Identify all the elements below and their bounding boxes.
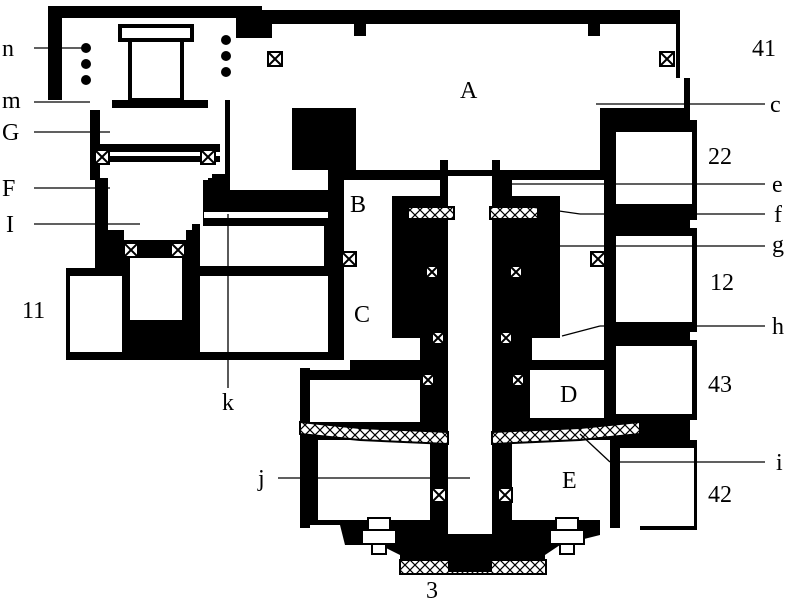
seal-ring [431, 487, 447, 503]
label-port-43: 43 [708, 372, 732, 398]
spring-cap [100, 24, 220, 162]
label-C: C [354, 302, 370, 328]
seal-ring [421, 373, 435, 387]
bolt-left [361, 517, 397, 555]
label-e: e [772, 172, 783, 198]
leader-lines [34, 47, 765, 479]
label-c: c [770, 92, 781, 118]
actuator-spring [81, 35, 231, 85]
seal-ring [659, 51, 675, 67]
seal-ring [123, 242, 139, 258]
seal-ring [267, 51, 283, 67]
label-j: j [257, 466, 265, 492]
bottom-bolts [361, 517, 585, 555]
seal-ring [341, 251, 357, 267]
seal-ring [431, 331, 445, 345]
seal-ring [590, 251, 606, 267]
bolt-right [549, 517, 585, 555]
part-labels: n m G F I 11 k A B C D E j 3 41 c 22 e f… [2, 36, 784, 602]
label-F: F [2, 176, 15, 202]
label-port-41: 41 [752, 36, 776, 62]
exhaust-valve-plate [399, 548, 547, 575]
label-A: A [460, 78, 478, 104]
label-g: g [772, 232, 784, 258]
seal-ring [497, 487, 513, 503]
inner-valve-spring [406, 234, 538, 332]
diaphragm [299, 420, 641, 446]
seal-ring [170, 242, 186, 258]
label-port-22: 22 [708, 144, 732, 170]
label-m: m [2, 88, 21, 114]
label-port-12: 12 [710, 270, 734, 296]
seal-ring [509, 265, 523, 279]
label-I: I [6, 212, 14, 238]
seal-ring [200, 149, 216, 165]
label-G: G [2, 120, 19, 146]
seal-rings [94, 51, 675, 503]
seal-ring [511, 373, 525, 387]
label-E: E [562, 468, 577, 494]
label-f: f [774, 202, 782, 228]
label-port-11: 11 [22, 298, 45, 324]
seal-ring [94, 149, 110, 165]
label-D: D [560, 382, 577, 408]
label-port-3: 3 [426, 578, 438, 602]
label-port-42: 42 [708, 482, 732, 508]
label-B: B [350, 192, 366, 218]
label-i: i [776, 450, 783, 476]
upper-valve-disc [407, 206, 539, 220]
label-n: n [2, 36, 14, 62]
seal-ring [425, 265, 439, 279]
label-k: k [222, 390, 234, 416]
label-h: h [772, 314, 784, 340]
seal-ring [499, 331, 513, 345]
internal-walls [192, 110, 620, 528]
